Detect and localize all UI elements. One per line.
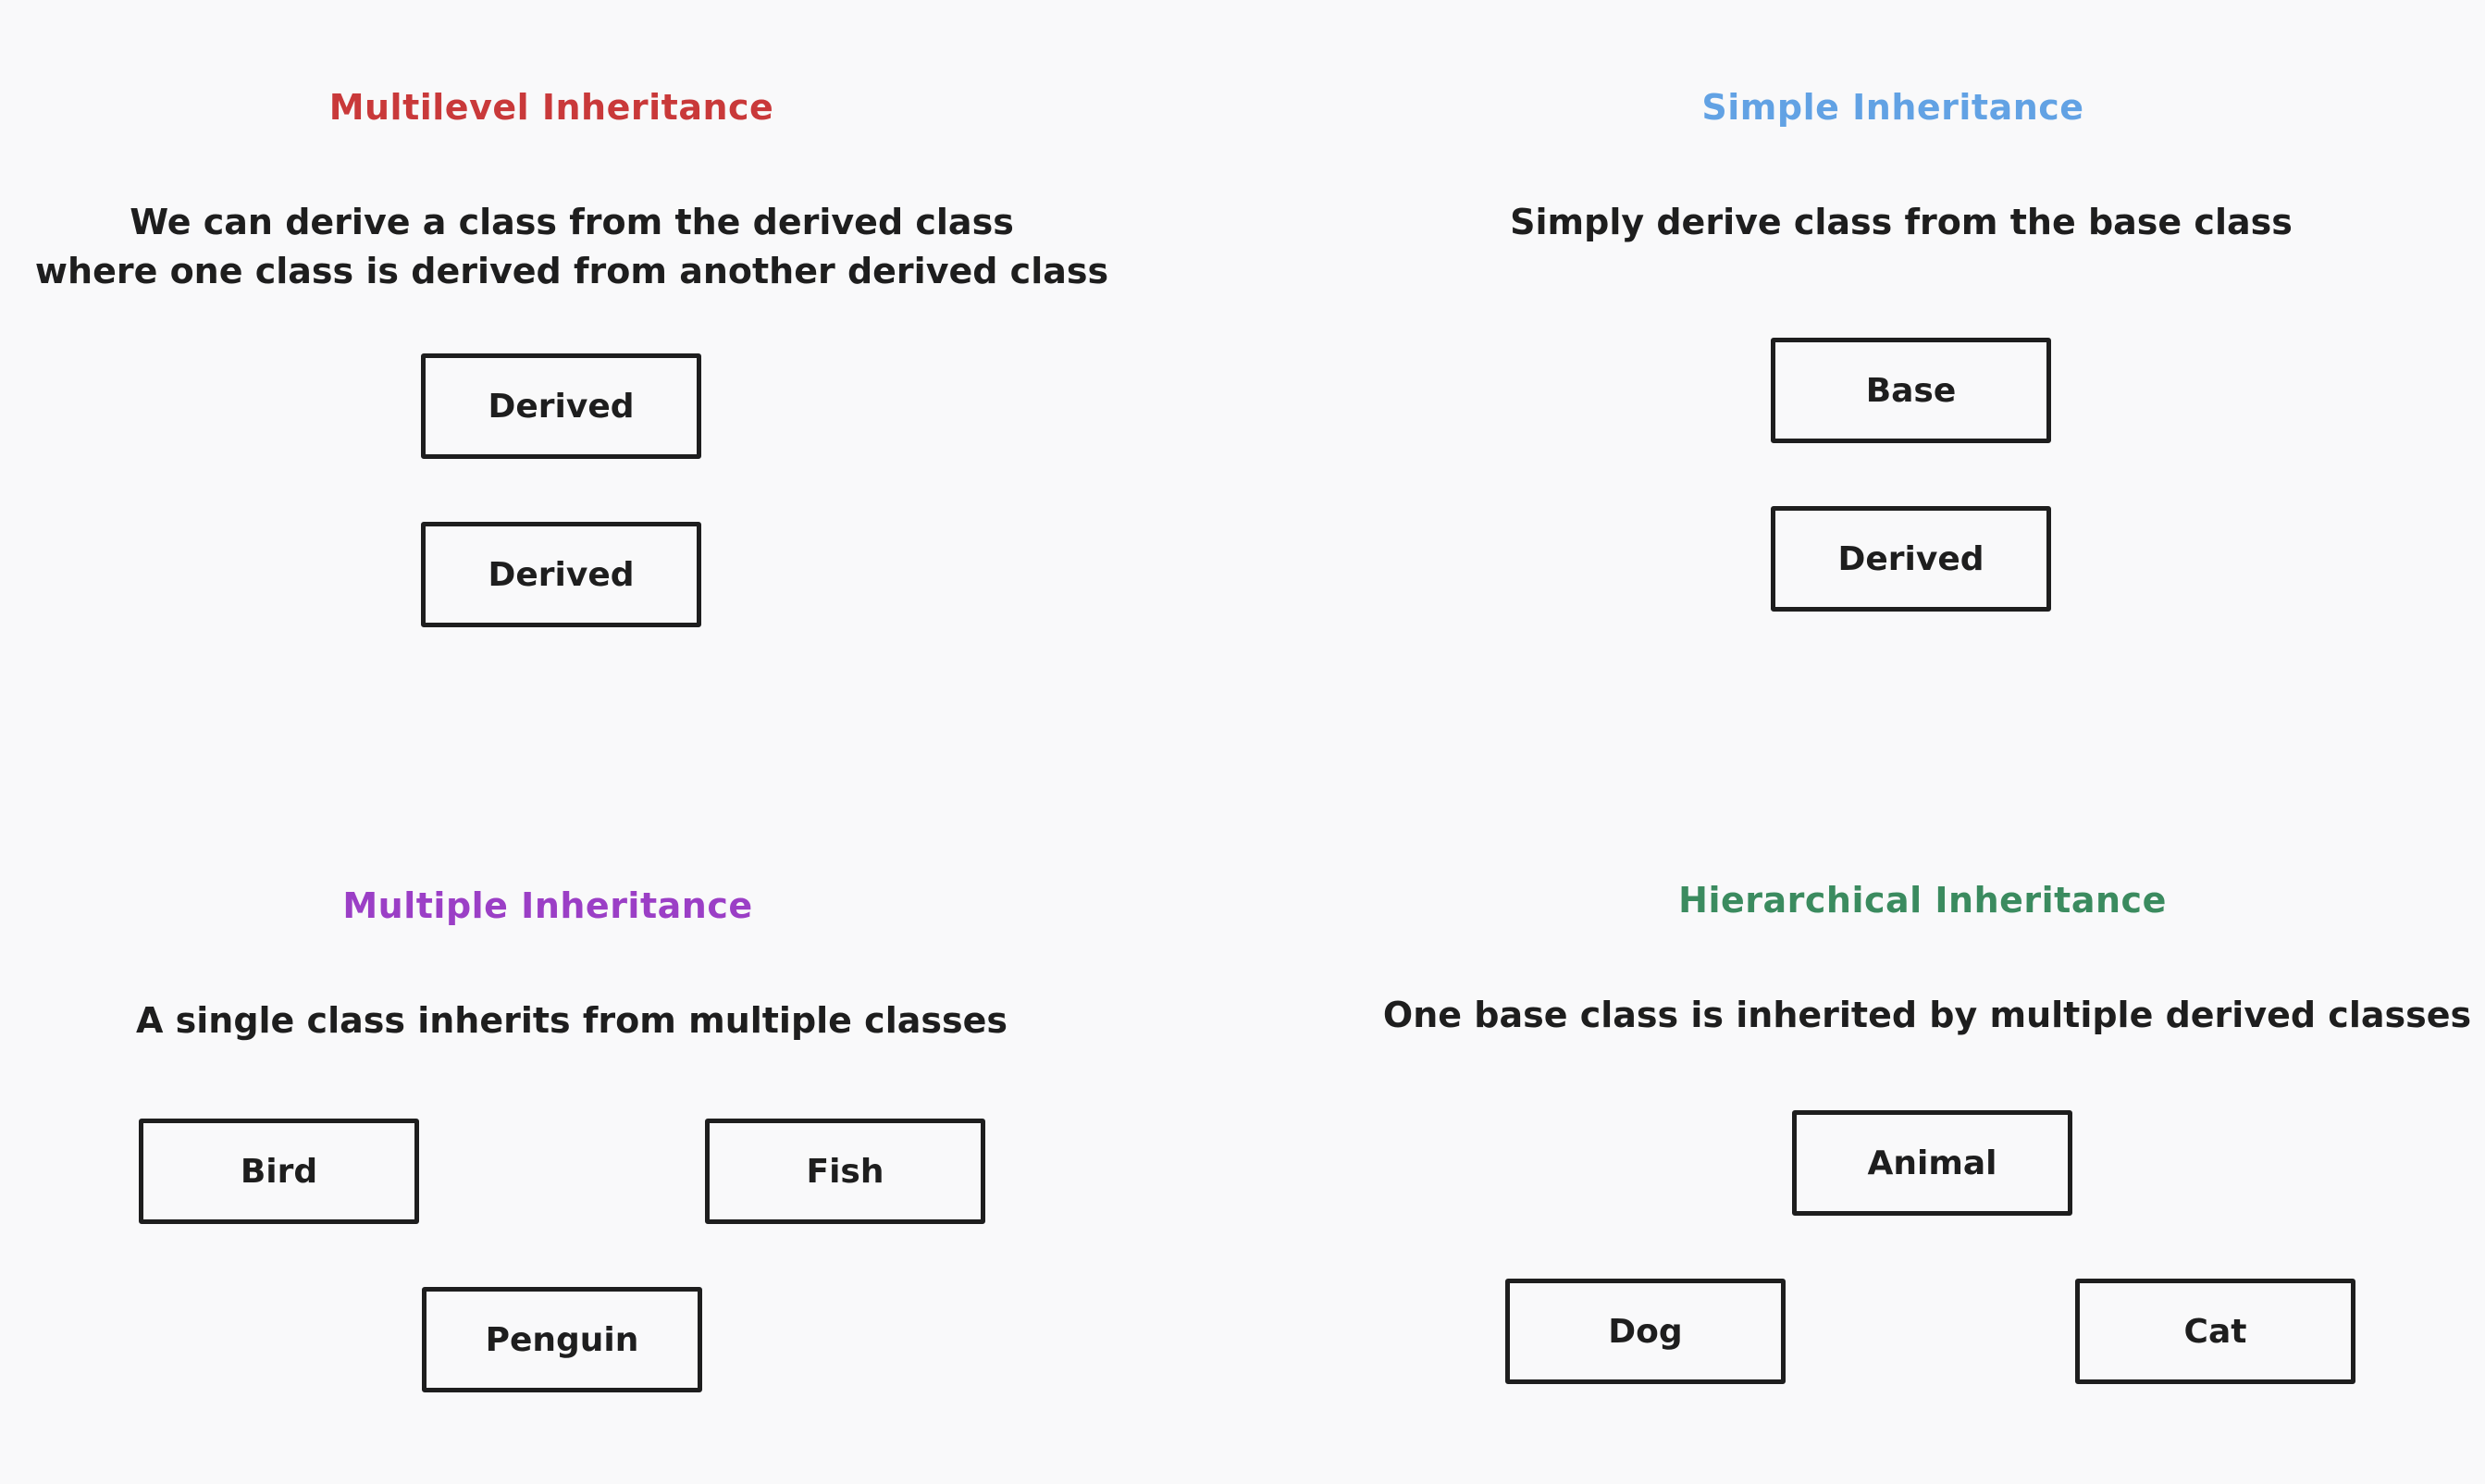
hierarchical-box-dog[interactable]: Dog: [1505, 1279, 1786, 1384]
box-label: Penguin: [485, 1320, 639, 1359]
box-label: Bird: [240, 1152, 318, 1191]
box-label: Dog: [1608, 1312, 1683, 1351]
multilevel-title: Multilevel Inheritance: [328, 87, 774, 128]
hierarchical-desc-line-1: One base class is inherited by multiple …: [1382, 995, 2472, 1035]
multiple-title: Multiple Inheritance: [342, 885, 753, 926]
multiple-desc-line-1: A single class inherits from multiple cl…: [135, 1000, 1008, 1041]
hierarchical-description: One base class is inherited by multiple …: [1383, 991, 2471, 1040]
simple-desc-line-1: Simply derive class from the base class: [1510, 202, 2293, 242]
simple-title: Simple Inheritance: [1701, 87, 2084, 128]
box-label: Cat: [2183, 1312, 2247, 1351]
hierarchical-box-animal[interactable]: Animal: [1792, 1110, 2072, 1216]
multilevel-desc-line-1: We can derive a class from the derived c…: [130, 202, 1014, 242]
simple-description: Simply derive class from the base class: [1510, 198, 2293, 247]
box-label: Derived: [488, 387, 635, 426]
simple-box-base[interactable]: Base: [1771, 338, 2051, 443]
box-label: Base: [1865, 371, 1957, 410]
simple-box-derived[interactable]: Derived: [1771, 506, 2051, 612]
multilevel-box-derived-2[interactable]: Derived: [421, 522, 701, 627]
multilevel-description: We can derive a class from the derived c…: [35, 198, 1108, 296]
hierarchical-box-cat[interactable]: Cat: [2075, 1279, 2355, 1384]
multilevel-desc-line-2: where one class is derived from another …: [34, 251, 1109, 291]
multiple-box-bird[interactable]: Bird: [139, 1119, 419, 1224]
box-label: Fish: [806, 1152, 884, 1191]
multilevel-box-derived-1[interactable]: Derived: [421, 353, 701, 459]
multiple-box-penguin[interactable]: Penguin: [422, 1287, 702, 1392]
box-label: Derived: [1837, 539, 1984, 578]
multiple-description: A single class inherits from multiple cl…: [136, 996, 1008, 1045]
hierarchical-title: Hierarchical Inheritance: [1678, 880, 2167, 921]
box-label: Animal: [1867, 1144, 1997, 1182]
box-label: Derived: [488, 555, 635, 594]
multiple-box-fish[interactable]: Fish: [705, 1119, 985, 1224]
